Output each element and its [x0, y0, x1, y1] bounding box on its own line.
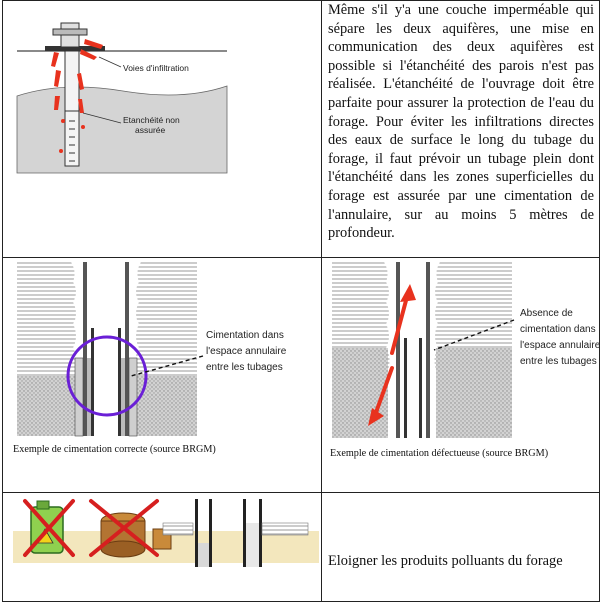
main-paragraph: Même s'il y'a une couche imperméable qui… — [328, 2, 594, 242]
label-etancheite-1: Etanchéité non — [123, 115, 180, 125]
cell-bottom-text: Eloigner les produits polluants du forag… — [321, 492, 600, 602]
label-voies-infiltration: Voies d'infiltration — [123, 63, 189, 73]
label-defective-1: Absence de — [520, 308, 573, 319]
correct-cementation-diagram: Cimentation dans l'espace annulaire entr… — [17, 262, 287, 437]
caption-defective: Exemple de cimentation défectueuse (sour… — [330, 448, 549, 459]
cell-defective-cementation: Absence de cimentation dans l'espace ann… — [321, 257, 601, 493]
pollutants-illustration — [13, 499, 319, 567]
label-defective-3: l'espace annulaire — [520, 340, 601, 351]
cell-paragraph: Même s'il y'a une couche imperméable qui… — [321, 0, 600, 258]
infiltration-diagram: Voies d'infiltration Etanchéité non assu… — [16, 13, 228, 174]
cell-infiltration-diagram: Voies d'infiltration Etanchéité non assu… — [2, 0, 322, 258]
pollutants-advice: Eloigner les produits polluants du forag… — [328, 553, 563, 569]
cell-pollutants-illustration — [2, 492, 322, 602]
cell-correct-cementation: Cimentation dans l'espace annulaire entr… — [2, 257, 322, 493]
label-correct-1: Cimentation dans — [206, 330, 284, 341]
label-etancheite-2: assurée — [135, 125, 166, 135]
defective-cementation-diagram: Absence de cimentation dans l'espace ann… — [332, 262, 601, 438]
label-defective-4: entre les tubages — [520, 356, 597, 367]
label-correct-2: l'espace annulaire — [206, 346, 287, 357]
label-defective-2: cimentation dans — [520, 324, 596, 335]
caption-correct: Exemple de cimentation correcte (source … — [13, 444, 216, 455]
label-correct-3: entre les tubages — [206, 362, 283, 373]
